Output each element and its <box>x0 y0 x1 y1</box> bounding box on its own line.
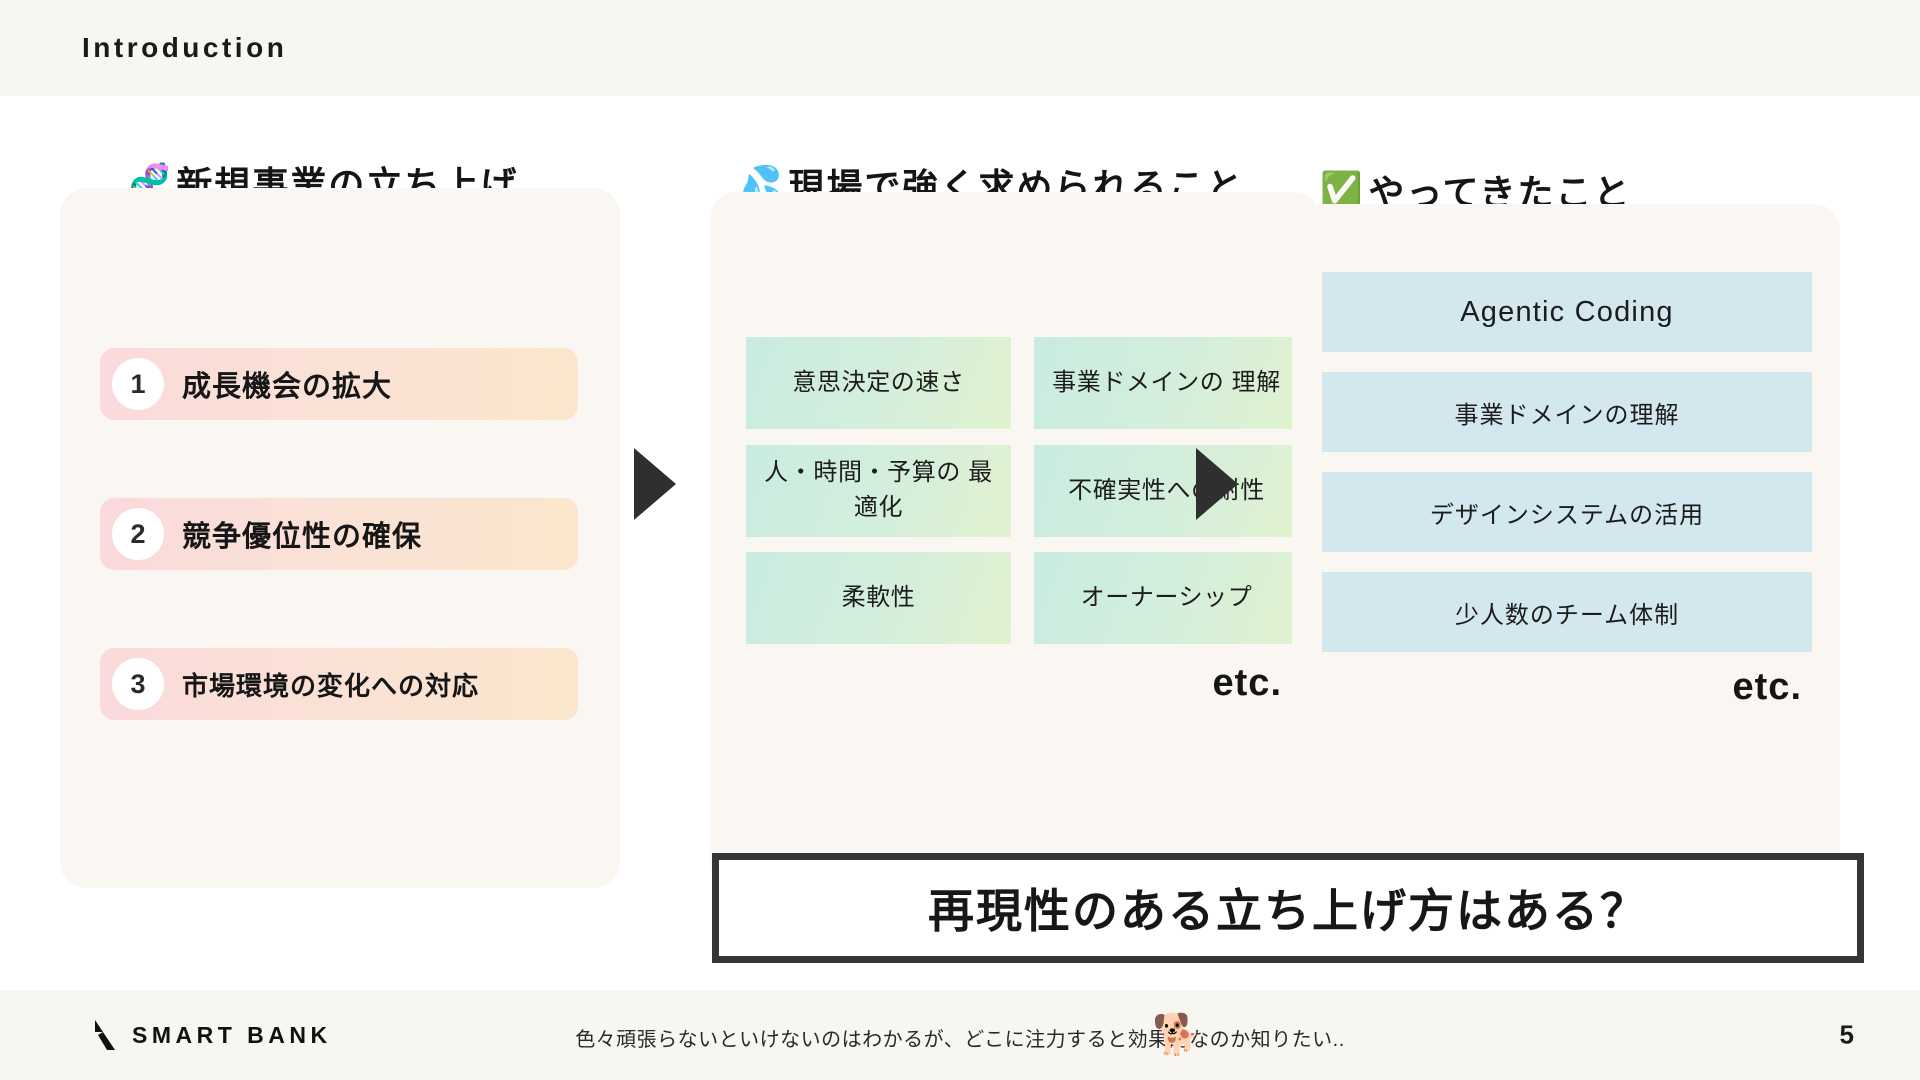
conclusion-callout: 再現性のある立ち上げ方はある？ <box>712 853 1864 963</box>
column-3-panel: Agentic Coding 事業ドメインの理解 デザインシステムの活用 少人数… <box>1292 204 1840 888</box>
requirement-cell[interactable]: 意思決定の速さ <box>746 337 1011 429</box>
requirement-cell[interactable]: 人・時間・予算の 最適化 <box>746 445 1011 537</box>
list-item[interactable]: 3 市場環境の変化への対応 <box>100 648 578 720</box>
list-item-label: 競争優位性の確保 <box>182 521 423 553</box>
slide-body: 🧬 新規事業の立ち上げ 1 成長機会の拡大 2 競争優位性の確保 3 市場環境の… <box>0 96 1920 990</box>
page-title: Introduction <box>82 32 288 63</box>
list-item-label: 成長機会の拡大 <box>182 371 393 403</box>
conclusion-text: 再現性のある立ち上げ方はある？ <box>928 885 1648 937</box>
smartbank-logo-icon <box>95 1020 115 1050</box>
list-item[interactable]: 2 競争優位性の確保 <box>100 498 578 570</box>
item-number-badge: 3 <box>112 658 164 710</box>
etc-label: etc. <box>1732 666 1802 708</box>
page-number: 5 <box>1839 1019 1854 1050</box>
list-item[interactable]: 1 成長機会の拡大 <box>100 348 578 420</box>
item-number-badge: 2 <box>112 508 164 560</box>
arrow-right-icon <box>1196 448 1238 520</box>
requirement-cell[interactable]: 事業ドメインの 理解 <box>1034 337 1299 429</box>
requirement-cell[interactable]: 柔軟性 <box>746 552 1011 644</box>
column-1-panel: 1 成長機会の拡大 2 競争優位性の確保 3 市場環境の変化への対応 <box>60 188 620 888</box>
achievement-item[interactable]: デザインシステムの活用 <box>1322 472 1812 552</box>
column-2-panel: 意思決定の速さ 事業ドメインの 理解 人・時間・予算の 最適化 不確実性への耐性… <box>710 192 1320 888</box>
list-item-label: 市場環境の変化への対応 <box>182 670 480 701</box>
mascot-icon: 🐕 <box>1152 1013 1202 1057</box>
achievement-item[interactable]: 事業ドメインの理解 <box>1322 372 1812 452</box>
item-number-badge: 1 <box>112 358 164 410</box>
requirement-cell[interactable]: 不確実性への耐性 <box>1034 445 1299 537</box>
etc-label: etc. <box>1212 662 1282 704</box>
slide-header: Introduction <box>0 0 1920 96</box>
achievement-item[interactable]: 少人数のチーム体制 <box>1322 572 1812 652</box>
achievement-item[interactable]: Agentic Coding <box>1322 272 1812 352</box>
check-mark-button-emoji: ✅ <box>1320 171 1365 209</box>
brand-name: SMART BANK <box>132 1021 332 1048</box>
arrow-right-icon <box>634 448 676 520</box>
requirement-cell[interactable]: オーナーシップ <box>1034 552 1299 644</box>
brand-logo: SMART BANK <box>92 1020 332 1050</box>
slide-footer: SMART BANK 色々頑張らないといけないのはわかるが、どこに注力すると効果… <box>0 990 1920 1080</box>
footer-note: 色々頑張らないといけないのはわかるが、どこに注力すると効果的なのか知りたい.. <box>575 1029 1345 1051</box>
